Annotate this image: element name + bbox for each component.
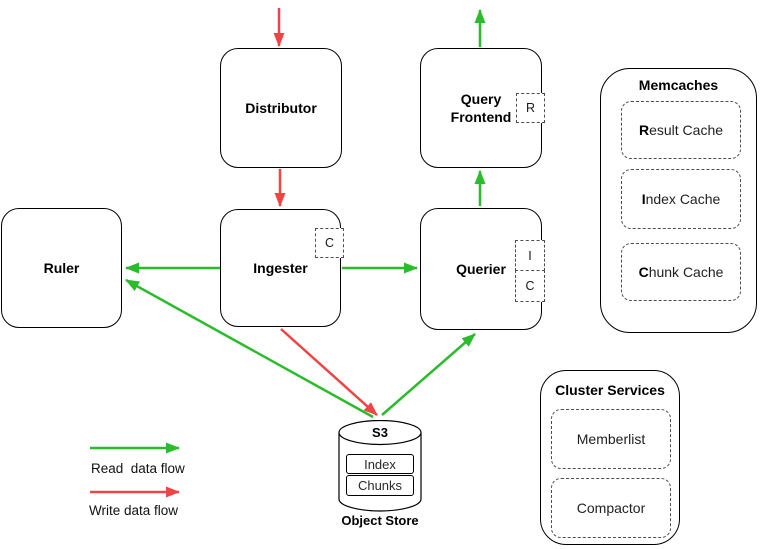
cluster-services-title: Cluster Services <box>555 382 665 398</box>
query-frontend-result-cache-tag: R <box>516 93 545 123</box>
cylinder-top <box>338 420 422 446</box>
index-row-label: Index <box>364 456 396 472</box>
result-cache-label: Result Cache <box>639 122 723 138</box>
tag-letter: C <box>525 279 535 293</box>
tag-letter: R <box>525 101 536 115</box>
node-distributor: Distributor <box>220 48 342 168</box>
node-ruler: Ruler <box>1 208 122 328</box>
s3-index-row: Index <box>346 454 414 474</box>
arrow-write-ingester-to-s3 <box>280 328 378 416</box>
tag-letter: I <box>528 248 532 263</box>
s3-label: S3 <box>372 425 388 440</box>
bold-letter: R <box>638 122 650 138</box>
bold-letter: I <box>641 191 646 207</box>
compactor-label: Compactor <box>576 500 646 516</box>
node-ingester: Ingester <box>220 209 341 327</box>
label-rest: esult Cache <box>649 122 724 138</box>
arrow-read-s3-to-querier <box>381 333 476 416</box>
result-cache-box: Result Cache <box>621 101 741 159</box>
querier-index-cache-tag: I <box>515 240 545 271</box>
querier-chunk-cache-tag: C <box>515 270 545 302</box>
querier-label: Querier <box>456 260 506 277</box>
ingester-label: Ingester <box>253 259 308 276</box>
cluster-services-group: Cluster Services Memberlist Compactor <box>540 370 680 545</box>
tag-letter: C <box>324 236 335 250</box>
ingester-chunk-cache-tag: C <box>315 228 344 258</box>
bold-letter: C <box>638 264 649 280</box>
chunk-cache-box: Chunk Cache <box>621 243 741 301</box>
chunk-cache-label: Chunk Cache <box>639 264 724 280</box>
memberlist-label: Memberlist <box>576 431 646 447</box>
distributor-label: Distributor <box>245 99 317 116</box>
memcaches-group: Memcaches Result Cache Index Cache Chunk… <box>600 68 757 333</box>
object-store-caption: Object Store <box>341 513 419 528</box>
s3-chunks-row: Chunks <box>346 475 414 496</box>
index-cache-label: Index Cache <box>642 191 721 207</box>
index-cache-box: Index Cache <box>621 169 741 229</box>
ruler-label: Ruler <box>43 259 80 276</box>
label-rest: ndex Cache <box>645 191 721 207</box>
chunks-row-label: Chunks <box>357 478 403 493</box>
legend-read-label: Read data flow <box>91 461 185 476</box>
memcaches-title: Memcaches <box>638 77 719 93</box>
query-frontend-label: Query Frontend <box>450 90 512 125</box>
compactor-box: Compactor <box>551 478 671 538</box>
label-rest: hunk Cache <box>648 264 724 280</box>
legend-write-label: Write data flow <box>89 503 179 518</box>
memberlist-box: Memberlist <box>551 409 671 469</box>
